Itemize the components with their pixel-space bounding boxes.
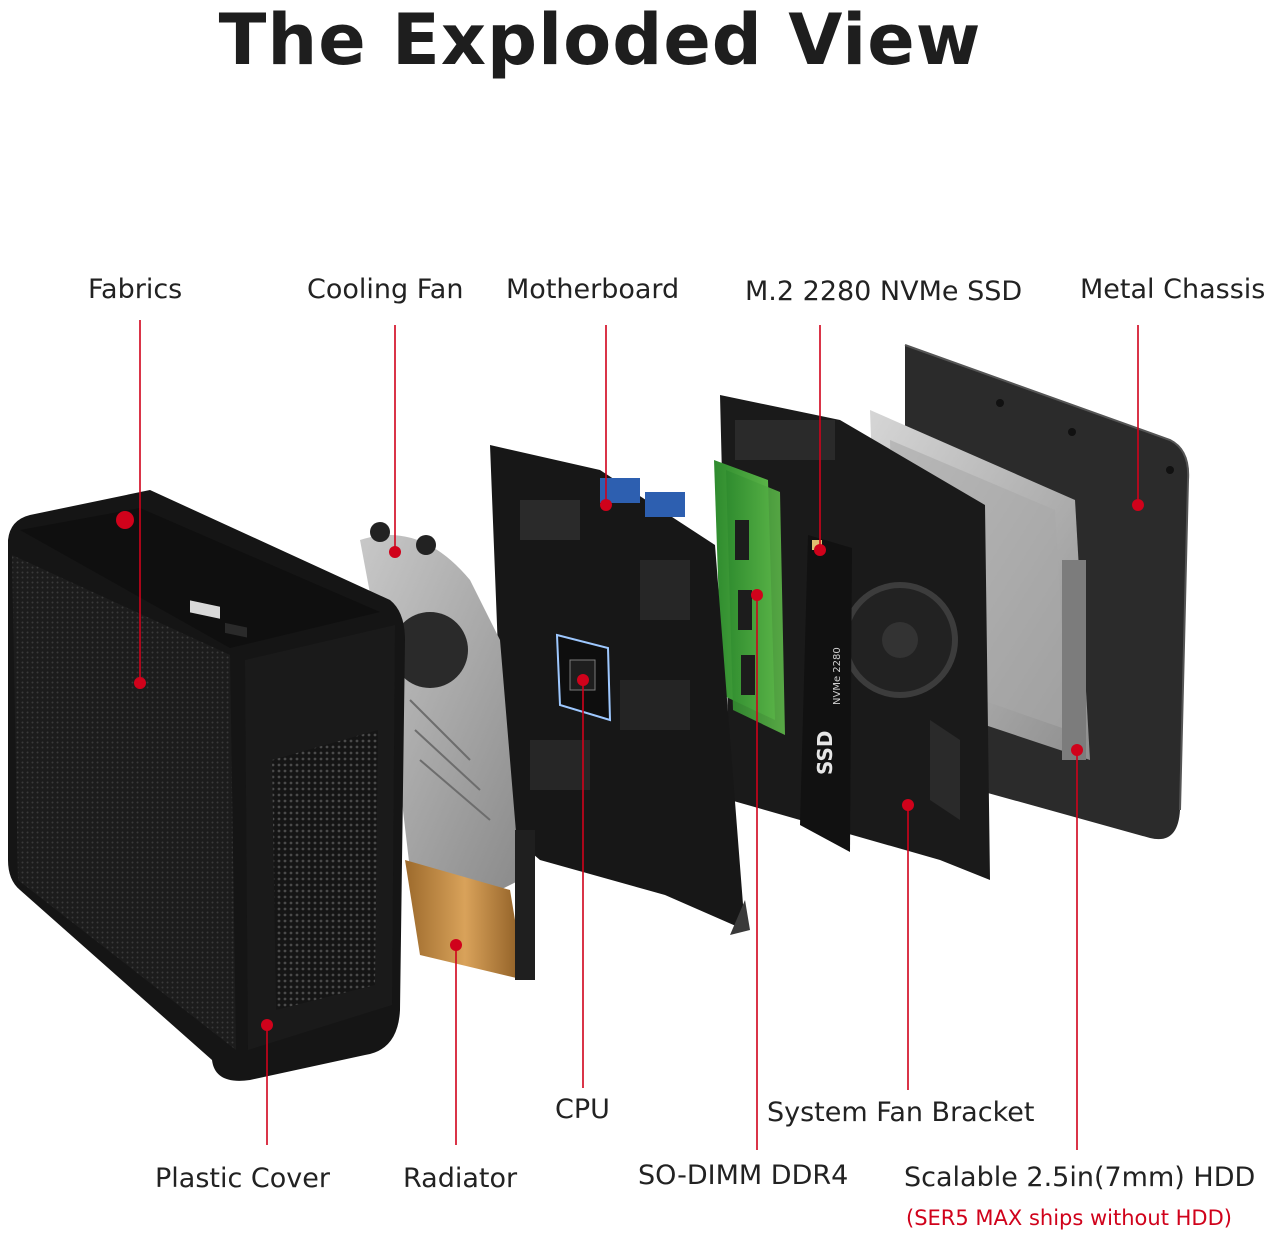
label-hdd: Scalable 2.5in(7mm) HDD xyxy=(904,1162,1256,1193)
leader-dots xyxy=(134,499,1144,1031)
system-fan-bracket xyxy=(720,395,990,880)
label-ssd: M.2 2280 NVMe SSD xyxy=(745,276,1023,307)
label-radiator: Radiator xyxy=(403,1163,518,1194)
label-fabrics: Fabrics xyxy=(88,274,183,305)
label-plastic-cover: Plastic Cover xyxy=(155,1163,330,1194)
leader-lines xyxy=(139,320,1139,1150)
radiator xyxy=(405,830,535,980)
label-cooling-fan: Cooling Fan xyxy=(307,274,464,305)
label-system-fan-bracket: System Fan Bracket xyxy=(767,1097,1035,1128)
label-metal-chassis: Metal Chassis xyxy=(1080,274,1266,305)
label-sodimm: SO-DIMM DDR4 xyxy=(638,1160,849,1191)
label-cpu: CPU xyxy=(555,1094,610,1125)
page-title: The Exploded View xyxy=(218,0,982,81)
plastic-cover xyxy=(8,490,405,1081)
sodimm-ram xyxy=(714,460,785,735)
ssd-marking: SSD xyxy=(813,730,837,775)
label-hdd-note: (SER5 MAX ships without HDD) xyxy=(906,1206,1232,1230)
ssd-sub-marking: NVMe 2280 xyxy=(832,647,843,705)
ssd-module: SSD NVMe 2280 xyxy=(800,535,852,852)
label-motherboard: Motherboard xyxy=(506,274,680,305)
